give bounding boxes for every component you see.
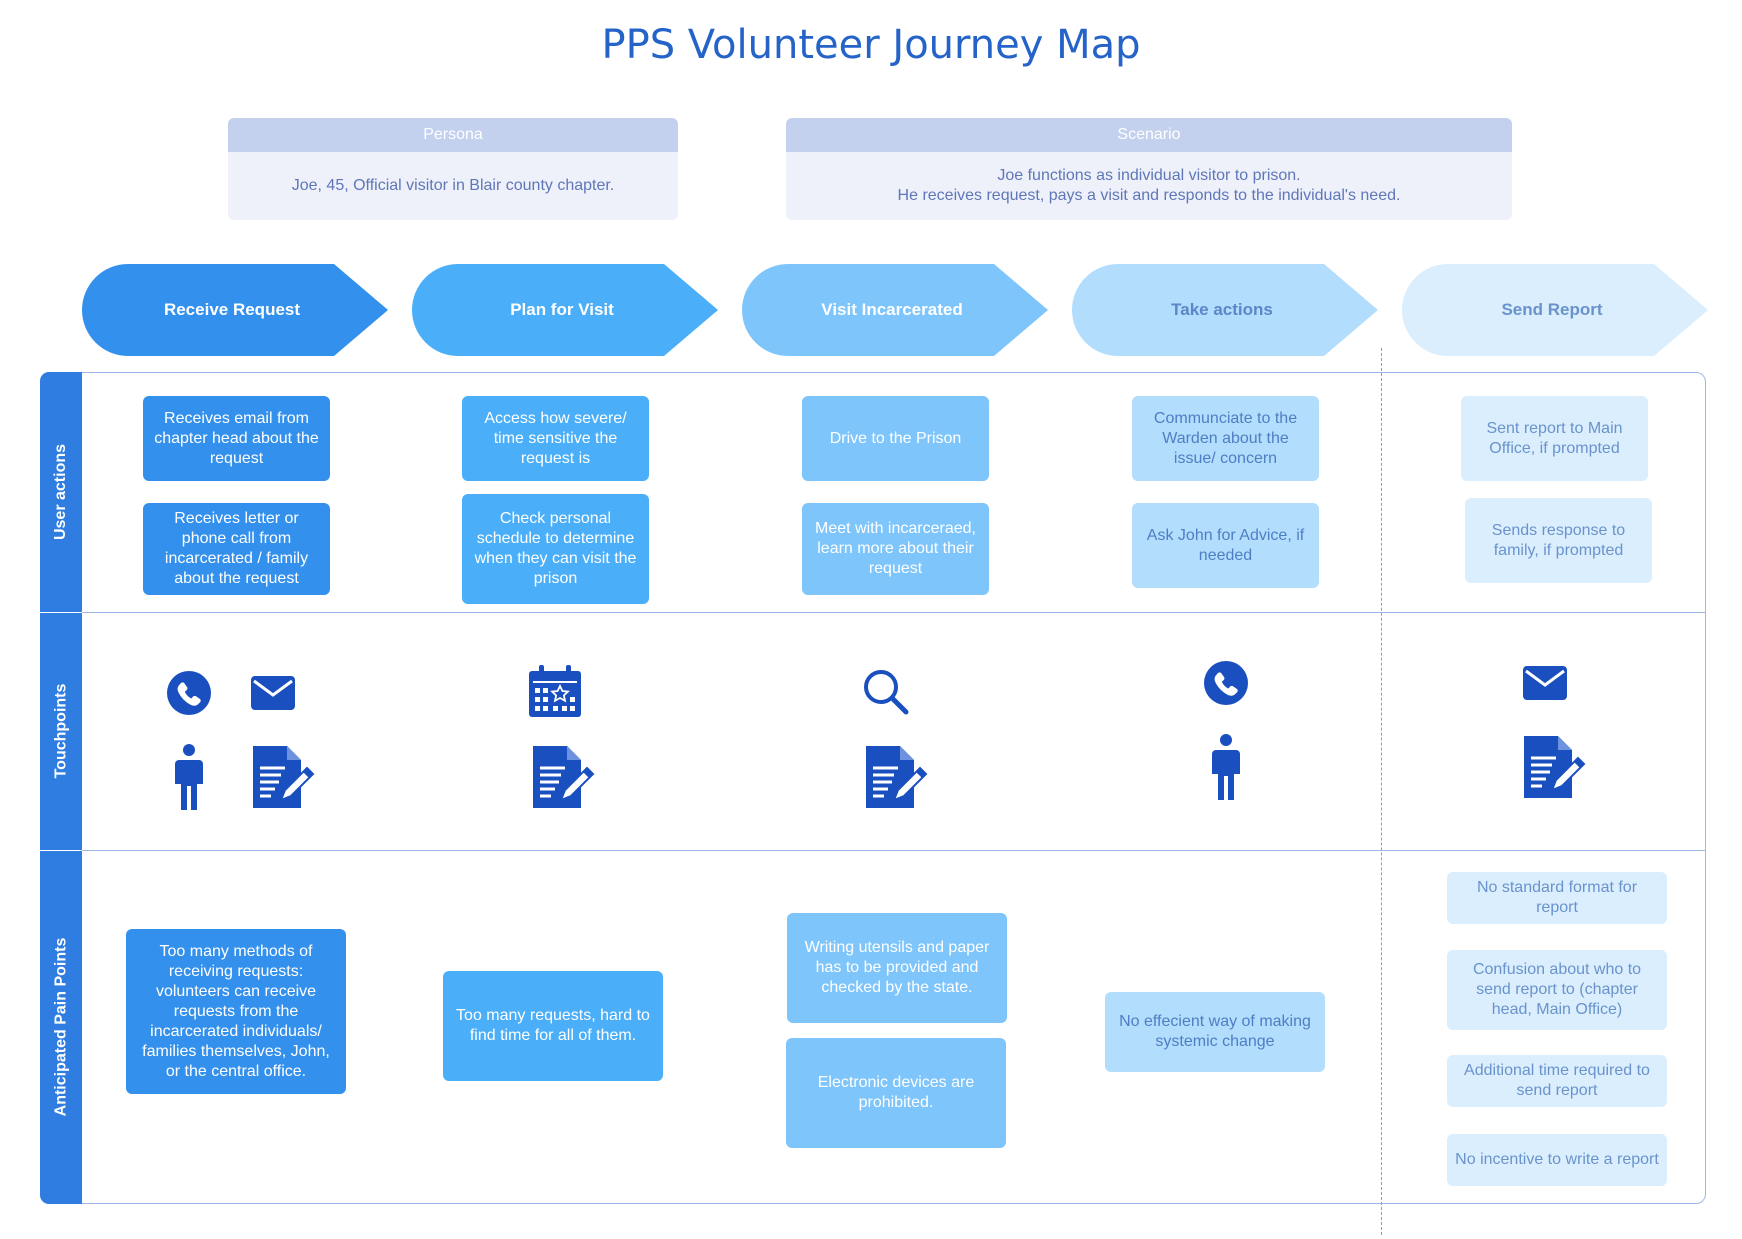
phase-visit-incarcerated-label: Visit Incarcerated bbox=[821, 300, 963, 319]
scenario-line-1: Joe functions as individual visitor to p… bbox=[997, 167, 1301, 184]
persona-box: Persona Joe, 45, Official visitor in Bla… bbox=[228, 118, 678, 220]
lane-header-separator bbox=[40, 612, 82, 613]
pain-point-card: Confusion about who to send report to (c… bbox=[1447, 950, 1667, 1030]
lane-divider bbox=[82, 612, 1706, 613]
lane-divider bbox=[82, 850, 1706, 851]
report-divider bbox=[1381, 348, 1382, 1235]
action-card: Receives email from chapter head about t… bbox=[143, 396, 330, 481]
lane-pain-points: Anticipated Pain Points bbox=[40, 850, 82, 1204]
document-edit-icon bbox=[531, 744, 597, 810]
phase-plan-for-visit-shape bbox=[412, 264, 718, 356]
pain-point-card: Too many requests, hard to find time for… bbox=[443, 971, 663, 1081]
action-card: Sent report to Main Office, if prompted bbox=[1461, 396, 1648, 481]
pain-point-card: Too many methods of receiving requests: … bbox=[126, 929, 346, 1094]
phase-plan-for-visit: Plan for Visit bbox=[412, 264, 718, 356]
persona-body: Joe, 45, Official visitor in Blair count… bbox=[228, 152, 678, 220]
phase-visit-incarcerated-shape bbox=[742, 264, 1048, 356]
action-card: Communciate to the Warden about the issu… bbox=[1132, 396, 1319, 481]
action-card: Check personal schedule to determine whe… bbox=[462, 494, 649, 604]
phase-receive-request: Receive Request bbox=[82, 264, 388, 356]
phase-receive-request-label: Receive Request bbox=[163, 300, 301, 319]
lane-touchpoints-label: Touchpoints bbox=[52, 683, 70, 779]
phase-send-report-shape bbox=[1402, 264, 1708, 356]
person-icon bbox=[1212, 734, 1240, 802]
scenario-line-2: He receives request, pays a visit and re… bbox=[897, 187, 1401, 204]
lane-header-separator bbox=[40, 850, 82, 851]
action-card: Ask John for Advice, if needed bbox=[1132, 503, 1319, 588]
action-card: Access how severe/ time sensitive the re… bbox=[462, 396, 649, 481]
document-edit-icon bbox=[864, 744, 930, 810]
action-card: Meet with incarceraed, learn more about … bbox=[802, 503, 989, 595]
scenario-box: Scenario Joe functions as individual vis… bbox=[786, 118, 1512, 220]
phase-receive-request-shape bbox=[82, 264, 388, 356]
phase-send-report: Send Report bbox=[1402, 264, 1708, 356]
pain-point-card: Additional time required to send report bbox=[1447, 1055, 1667, 1107]
phone-icon bbox=[1203, 660, 1249, 706]
action-card: Receives letter or phone call from incar… bbox=[143, 503, 330, 595]
phone-icon bbox=[166, 670, 212, 716]
phase-plan-for-visit-label: Plan for Visit bbox=[510, 300, 614, 319]
envelope-icon bbox=[250, 675, 296, 711]
persona-text: Joe, 45, Official visitor in Blair count… bbox=[291, 177, 615, 194]
lane-pain-points-label: Anticipated Pain Points bbox=[52, 937, 69, 1117]
pain-point-card: No effecient way of making systemic chan… bbox=[1105, 992, 1325, 1072]
document-edit-icon bbox=[1522, 734, 1588, 800]
lane-touchpoints: Touchpoints bbox=[40, 612, 82, 850]
scenario-header: Scenario bbox=[786, 118, 1512, 152]
phase-take-actions: Take actions bbox=[1072, 264, 1378, 356]
action-card: Sends response to family, if prompted bbox=[1465, 498, 1652, 583]
person-icon bbox=[175, 744, 203, 812]
pain-point-card: Writing utensils and paper has to be pro… bbox=[787, 913, 1007, 1023]
calendar-icon bbox=[527, 663, 583, 719]
scenario-body: Joe functions as individual visitor to p… bbox=[786, 152, 1512, 220]
lane-header-bar bbox=[40, 372, 82, 1204]
magnifier-icon bbox=[862, 668, 910, 716]
phase-visit-incarcerated: Visit Incarcerated bbox=[742, 264, 1048, 356]
action-card: Drive to the Prison bbox=[802, 396, 989, 481]
phase-take-actions-shape bbox=[1072, 264, 1378, 356]
lane-user-actions: User actions bbox=[40, 372, 82, 612]
document-edit-icon bbox=[251, 744, 317, 810]
envelope-icon bbox=[1522, 665, 1568, 701]
page-title: PPS Volunteer Journey Map bbox=[601, 22, 1141, 68]
phase-send-report-label: Send Report bbox=[1501, 300, 1603, 319]
persona-header: Persona bbox=[228, 118, 678, 152]
pain-point-card: No incentive to write a report bbox=[1447, 1134, 1667, 1186]
pain-point-card: No standard format for report bbox=[1447, 872, 1667, 924]
pain-point-card: Electronic devices are prohibited. bbox=[786, 1038, 1006, 1148]
lane-user-actions-label: User actions bbox=[52, 443, 70, 541]
phase-take-actions-label: Take actions bbox=[1171, 300, 1273, 319]
